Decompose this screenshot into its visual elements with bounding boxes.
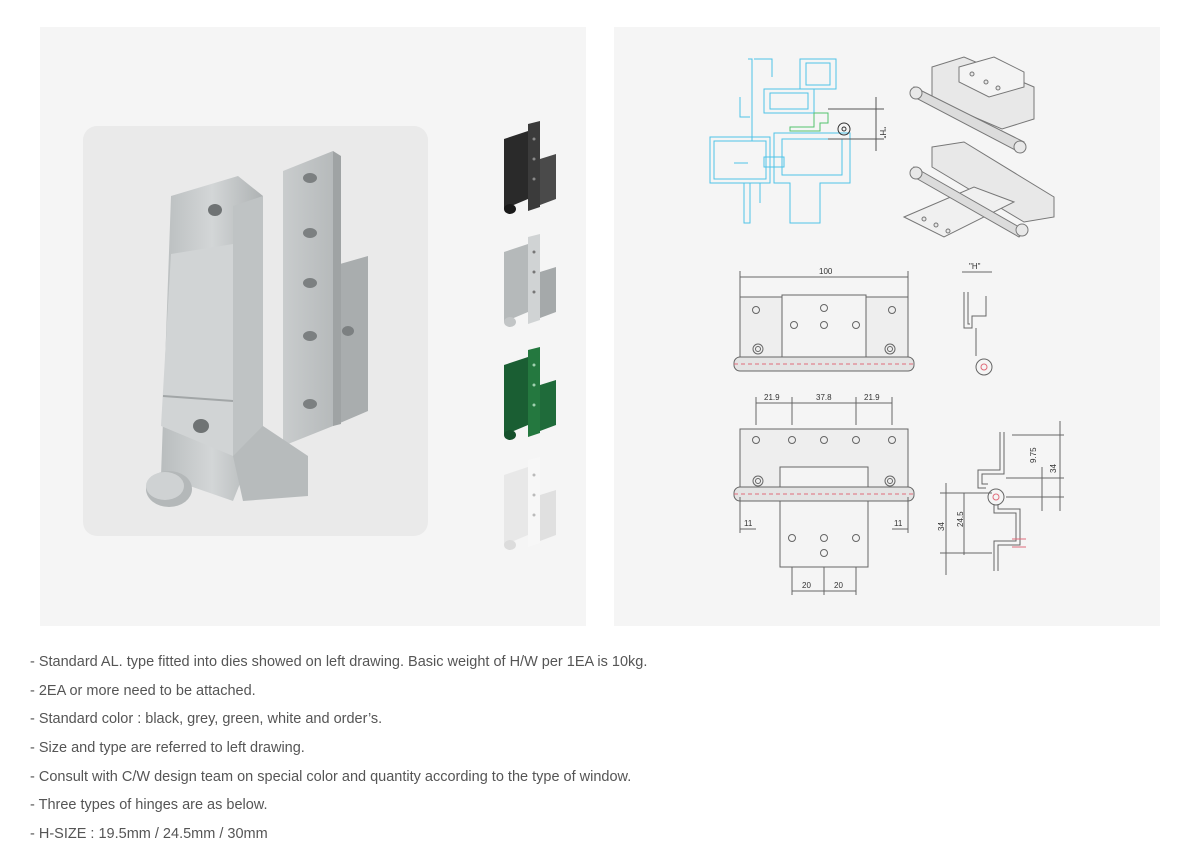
note-item: - Size and type are referred to left dra… — [30, 740, 305, 757]
note-item: - Consult with C/W design team on specia… — [30, 768, 632, 785]
h-dimension-label-top: "H" — [969, 262, 981, 271]
note-item: - Three types of hinges are as below. — [30, 797, 268, 814]
hinge-illustration — [146, 151, 368, 507]
side-view-bottom — [940, 421, 1064, 575]
dim-side-34-right: 34 — [1049, 464, 1058, 473]
dim-bottom-right: 20 — [834, 581, 843, 590]
front-view-bottom — [733, 397, 915, 595]
front-view-top — [733, 271, 915, 372]
dim-side-34-left: 34 — [937, 522, 946, 531]
swatch-grey — [498, 232, 568, 332]
technical-drawing: "H" — [709, 56, 1064, 595]
h-dimension-label: "H" — [878, 127, 887, 139]
dim-hole-mid: 37.8 — [816, 393, 832, 402]
technical-drawing-panel: "H" — [614, 27, 1160, 626]
dim-width-100: 100 — [819, 267, 833, 276]
dim-hole-left: 21.9 — [764, 393, 780, 402]
isometric-hinge-bottom — [902, 141, 1055, 238]
swatch-black — [498, 119, 568, 219]
dim-hole-right: 21.9 — [864, 393, 880, 402]
hinge-photo — [83, 126, 428, 536]
note-item: - 2EA or more need to be attached. — [30, 682, 256, 699]
note-item: - H-SIZE : 19.5mm / 24.5mm / 30mm — [30, 826, 268, 843]
dim-edge-left: 11 — [744, 519, 753, 528]
swatch-white — [498, 455, 568, 555]
isometric-hinge-top — [909, 56, 1035, 154]
profile-section-drawing — [709, 58, 851, 224]
dim-edge-right: 11 — [894, 519, 903, 528]
side-view-top — [962, 271, 993, 376]
note-item: - Standard color : black, grey, green, w… — [30, 711, 383, 728]
note-item: - Standard AL. type fitted into dies sho… — [30, 654, 648, 670]
hinge-profile-green — [789, 112, 829, 132]
dim-bottom-left: 20 — [802, 581, 811, 590]
dim-side-975: 9.75 — [1029, 447, 1038, 463]
dim-side-245: 24.5 — [956, 511, 965, 527]
swatch-green — [498, 345, 568, 445]
product-photo-panel — [40, 27, 586, 626]
spec-notes: - Standard AL. type fitted into dies sho… — [30, 652, 647, 853]
